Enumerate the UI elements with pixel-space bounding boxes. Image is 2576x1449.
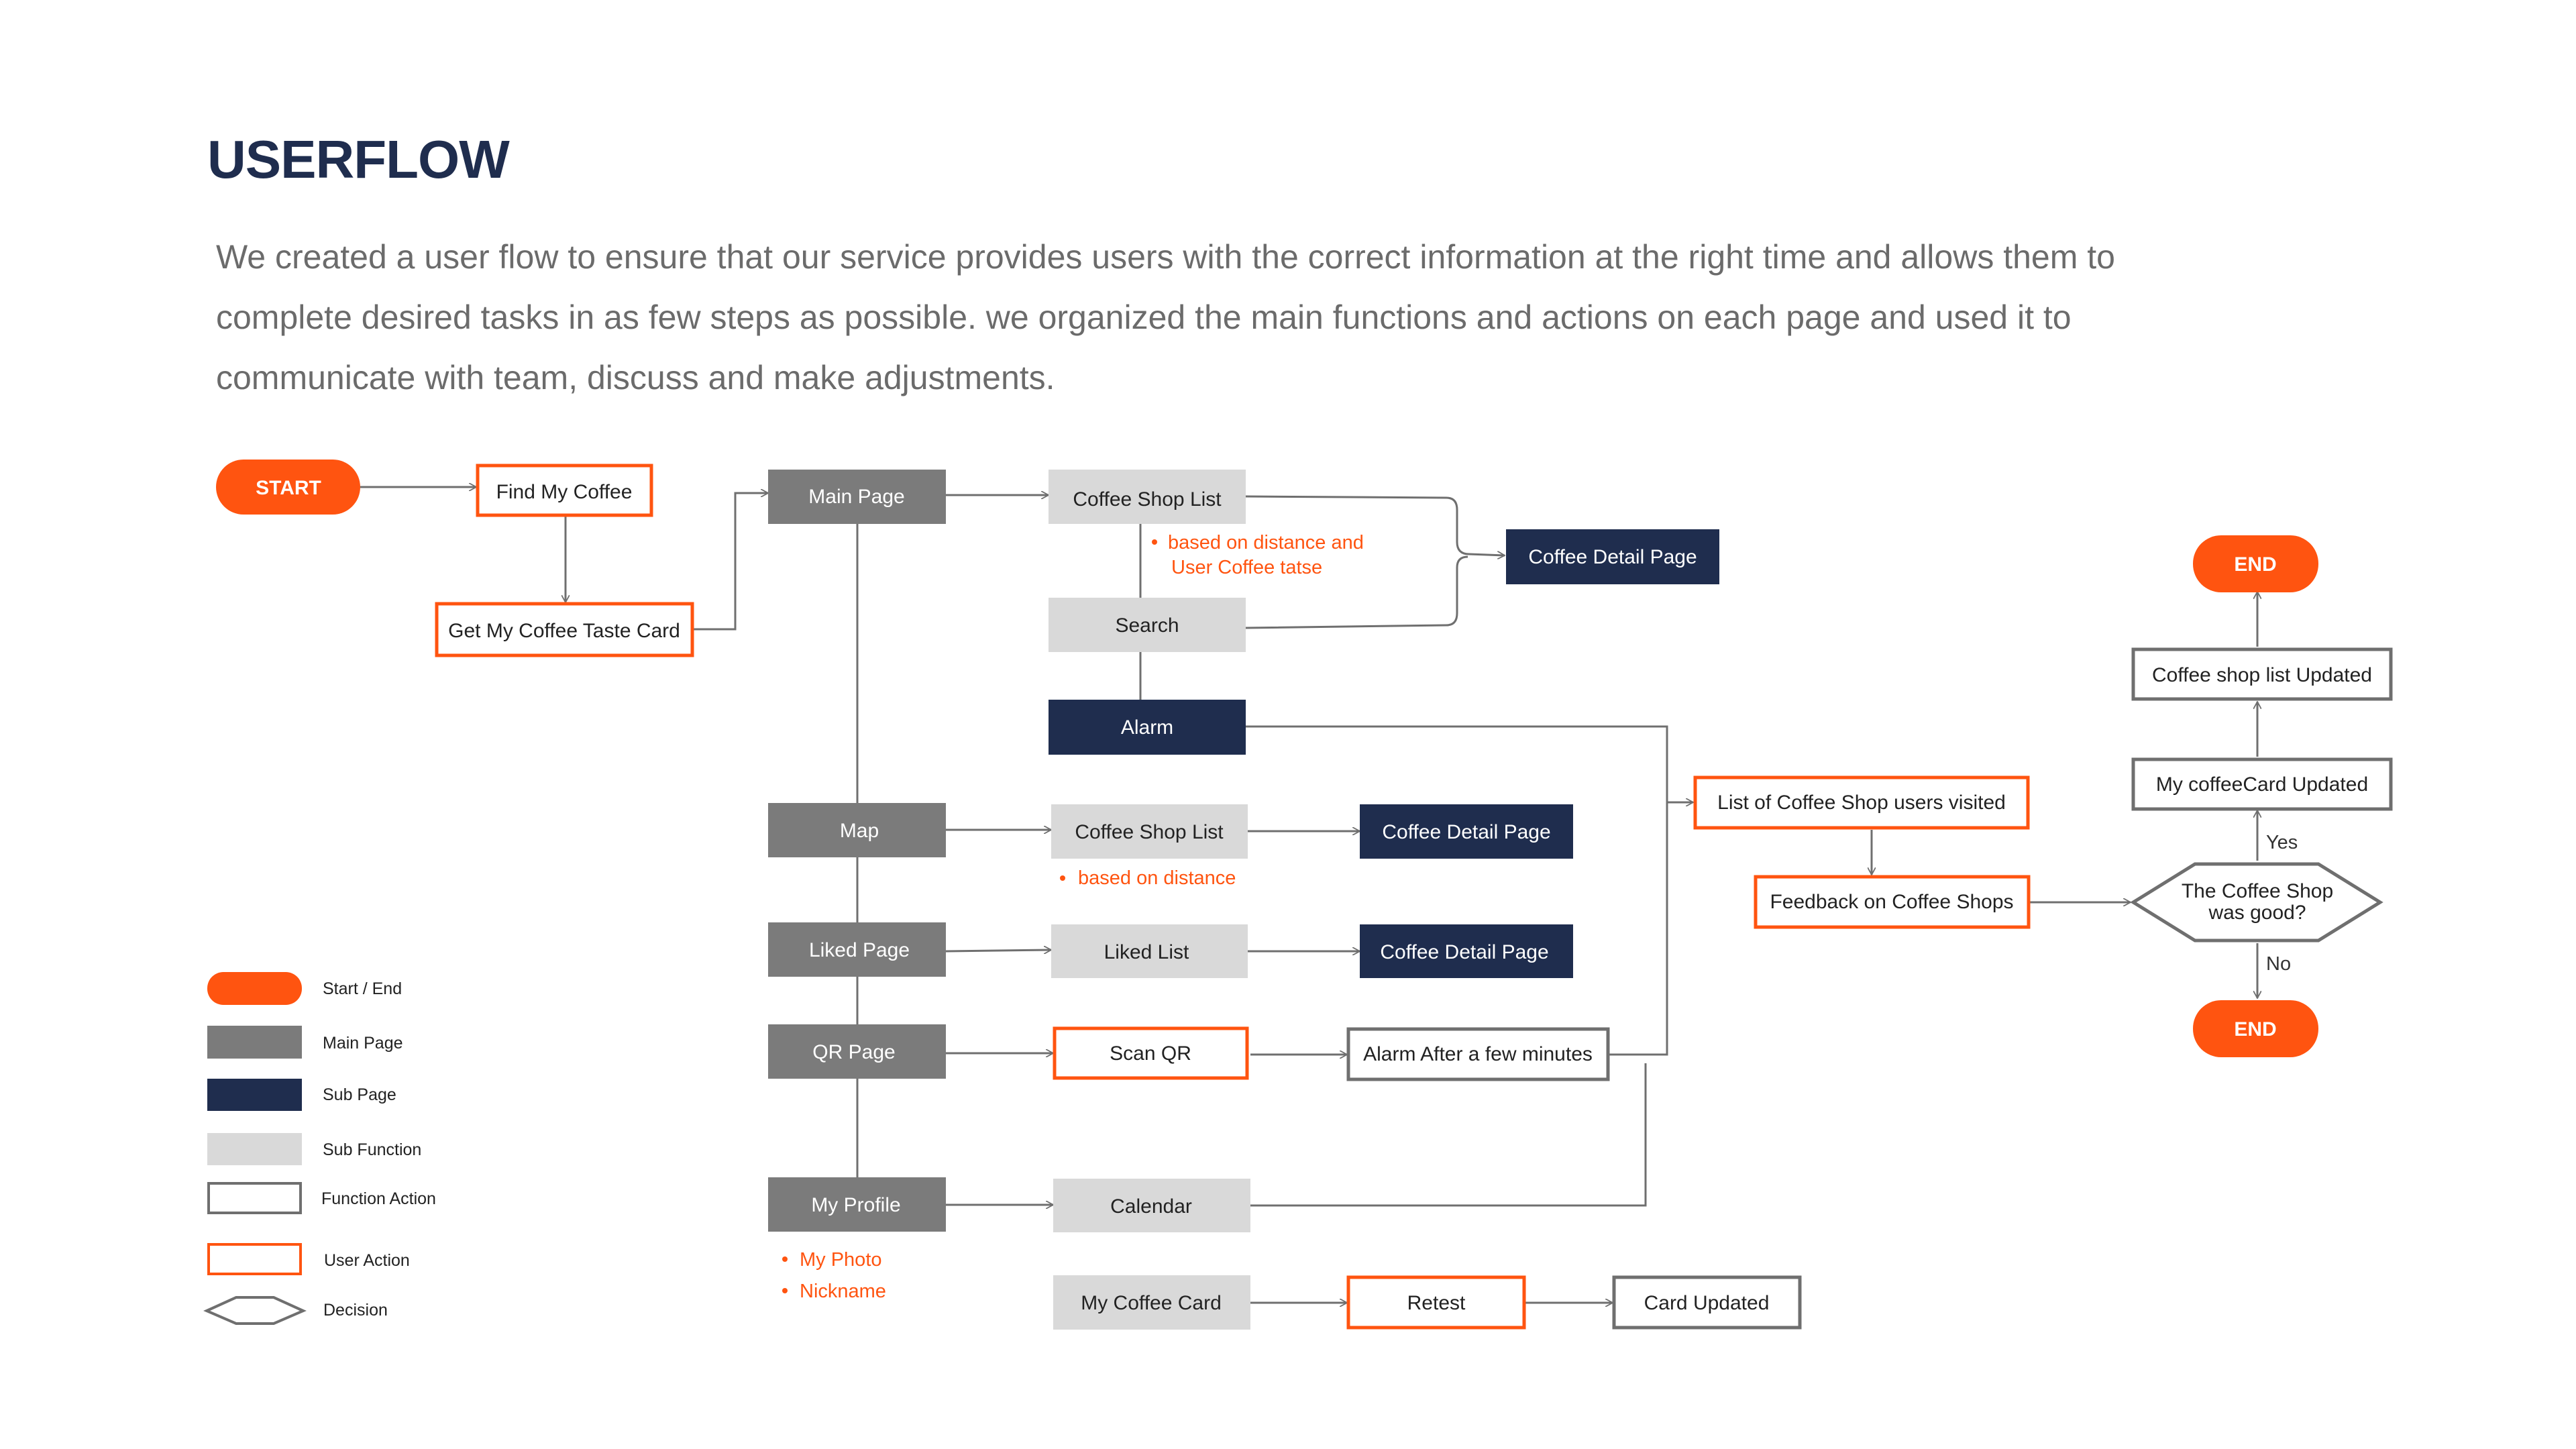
retest-label: Retest [1407,1292,1466,1314]
description-line: We created a user flow to ensure that ou… [216,238,2115,276]
note-my-photo: My Photo [800,1249,882,1271]
decision-label-line2: was good? [2208,902,2306,924]
connector-line [1250,1063,1647,1207]
legend-label: User Action [324,1251,410,1270]
shoplist-updated-label: Coffee shop list Updated [2152,664,2372,686]
taste-card-node [435,602,694,657]
note-bullet [1152,539,1157,545]
qr-page-node [768,1024,946,1079]
map-coffee-shop-list-node [1051,804,1248,859]
find-my-coffee-node [476,464,653,517]
coffee-detail-page-label: Coffee Detail Page [1528,546,1697,568]
page-description: We created a user flow to ensure that ou… [216,227,2229,408]
legend-swatch-function-action [207,1182,302,1214]
page-title: USERFLOW [207,129,510,189]
start-label: START [256,477,321,499]
map-coffee-shop-list-label: Coffee Shop List [1075,821,1224,843]
note-bullet [782,1256,788,1262]
liked-page-node [768,922,946,977]
start-node [216,460,360,515]
legend-swatch-sub-page [207,1079,302,1111]
connector-arrow [1245,495,1505,555]
legend-label: Decision [323,1301,388,1320]
coffeecard-updated-node [2131,757,2393,811]
my-profile-label: My Profile [811,1194,900,1216]
note-bullet [1060,875,1065,881]
yes-label: Yes [2266,832,2298,853]
scan-qr-node [1053,1026,1249,1080]
alarm-after-label: Alarm After a few minutes [1363,1043,1593,1065]
search-node [1049,598,1246,652]
legend-swatch-start-end [207,972,302,1005]
decision-label-line1: The Coffee Shop [2182,880,2333,902]
legend-swatch-decision [203,1296,307,1325]
alarm-after-node [1346,1027,1610,1081]
map-node [768,803,946,857]
legend-swatch-main-page [207,1026,302,1059]
my-coffee-card-label: My Coffee Card [1081,1292,1222,1314]
visited-list-node [1693,775,2030,830]
end-label-top: END [2234,553,2276,576]
note-distance: based on distance [1078,867,1236,889]
end-node-top [2193,535,2318,592]
coffee-shop-list-node [1049,470,1246,524]
feedback-label: Feedback on Coffee Shops [1770,891,2013,913]
legend-label: Sub Page [323,1085,396,1104]
liked-list-node [1051,924,1248,978]
legend-label: Main Page [323,1034,403,1053]
description-line: communicate with team, discuss and make … [216,359,1055,396]
map-label: Map [840,820,879,842]
note-distance-taste-line1: based on distance and [1168,532,1364,553]
connectors [360,487,2257,1303]
legend-label: Sub Function [323,1140,421,1159]
shoplist-updated-node [2131,647,2393,701]
description-line: complete desired tasks in as few steps a… [216,299,2072,336]
note-nickname: Nickname [800,1281,886,1302]
visited-list-label: List of Coffee Shop users visited [1717,792,2006,814]
note-distance-taste-line2: User Coffee tatse [1171,557,1322,578]
coffee-detail-page-node [1506,529,1719,584]
liked-coffee-detail-page-label: Coffee Detail Page [1380,941,1548,963]
connector-line [1245,555,1468,629]
legend-label: Function Action [321,1189,436,1208]
calendar-label: Calendar [1110,1195,1192,1218]
legend: Start / End Main Page Sub Page Sub Funct… [203,972,436,1325]
end-label-bottom: END [2234,1018,2276,1040]
end-node-bottom [2193,1000,2318,1057]
no-label: No [2266,953,2291,975]
liked-list-label: Liked List [1104,941,1189,963]
decision-node [2130,862,2383,943]
card-updated-label: Card Updated [1644,1292,1770,1314]
calendar-node [1053,1179,1250,1232]
main-page-label: Main Page [808,486,904,508]
legend-swatch-user-action [207,1243,302,1275]
my-profile-node [768,1177,946,1232]
feedback-node [1754,875,2031,929]
map-coffee-detail-page-label: Coffee Detail Page [1382,821,1550,843]
connector-line [1609,802,1668,1056]
search-label: Search [1115,614,1179,637]
coffee-shop-list-label: Coffee Shop List [1073,488,1222,511]
scan-qr-label: Scan QR [1110,1042,1191,1065]
taste-card-label: Get My Coffee Taste Card [448,620,680,642]
legend-label: Start / End [323,979,402,998]
map-coffee-detail-page-node [1360,804,1573,859]
connector-arrow [692,493,768,631]
retest-node [1346,1275,1526,1330]
qr-page-label: QR Page [812,1041,895,1063]
main-page-node [768,470,946,524]
my-coffee-card-node [1053,1275,1250,1330]
liked-page-label: Liked Page [809,939,910,961]
connector-arrow [1246,725,1693,802]
alarm-label: Alarm [1121,716,1173,739]
liked-coffee-detail-page-node [1360,924,1573,978]
card-updated-node [1612,1275,1802,1330]
alarm-node [1049,700,1246,755]
coffeecard-updated-label: My coffeeCard Updated [2156,773,2368,796]
note-bullet [782,1288,788,1293]
connector-arrow [945,950,1051,951]
find-my-coffee-label: Find My Coffee [496,481,633,503]
legend-swatch-sub-function [207,1133,302,1165]
